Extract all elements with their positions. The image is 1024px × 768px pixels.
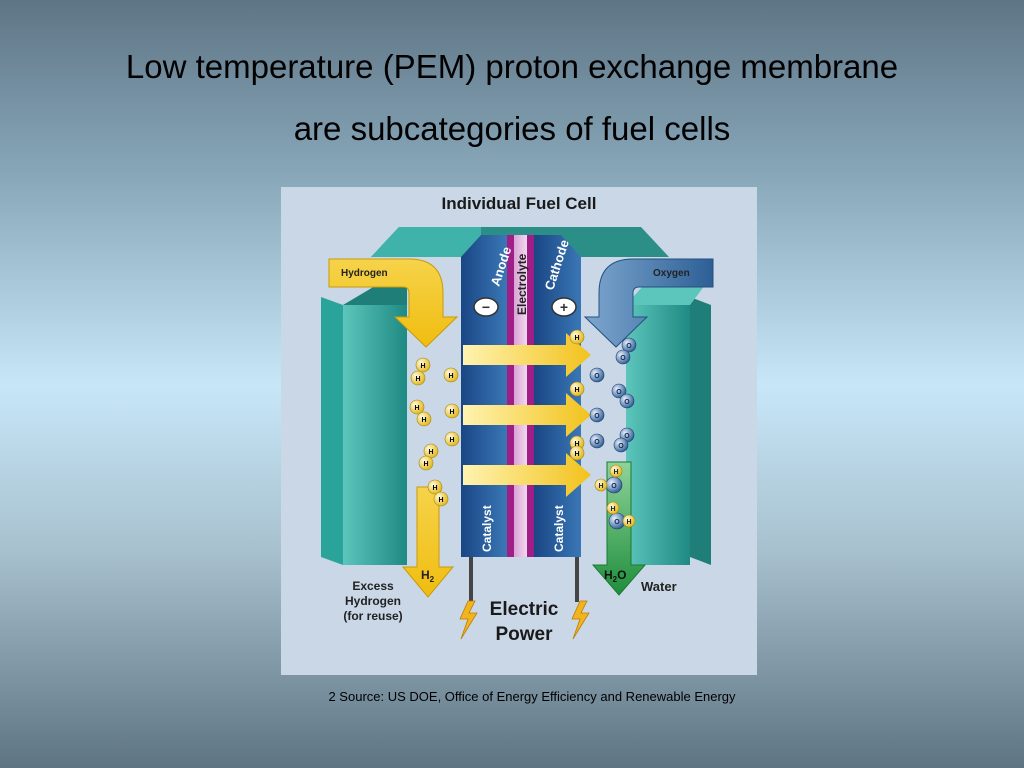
hydrogen-atom: H — [409, 399, 425, 415]
h2-label: H2 — [421, 568, 435, 584]
water-molecule: O H H — [606, 501, 636, 530]
electrolyte-membrane — [507, 235, 534, 557]
source-citation: 2 Source: US DOE, Office of Energy Effic… — [328, 689, 736, 704]
svg-text:O: O — [624, 399, 630, 406]
svg-text:O: O — [594, 413, 600, 420]
hydrogen-atom: H — [433, 491, 449, 507]
svg-text:O: O — [626, 343, 632, 350]
hydrogen-atom: H — [569, 445, 585, 461]
svg-text:+: + — [560, 299, 568, 315]
proton-flow-arrows — [463, 333, 591, 497]
oxygen-atom: O — [613, 437, 629, 453]
svg-text:H: H — [574, 387, 579, 394]
electric-power-label-2: Power — [495, 624, 553, 645]
svg-text:H: H — [448, 373, 453, 380]
hydrogen-atom: H — [444, 403, 460, 419]
fuel-cell-diagram: Individual Fuel Cell Anode Electrolyte C… — [281, 187, 757, 675]
svg-text:H: H — [610, 506, 615, 513]
electric-wires — [469, 557, 579, 602]
h2o-label: H2O — [604, 568, 626, 584]
lightning-bolt-icon — [571, 600, 590, 640]
svg-text:H: H — [626, 519, 631, 526]
catalyst-left-label: Catalyst — [480, 505, 494, 552]
svg-text:H: H — [423, 461, 428, 468]
svg-text:H: H — [449, 409, 454, 416]
hydrogen-atom: H — [443, 367, 459, 383]
oxygen-atom: O — [589, 407, 605, 423]
slide-title: Low temperature (PEM) proton exchange me… — [0, 36, 1024, 160]
svg-text:H: H — [432, 485, 437, 492]
excess-hydrogen-label-3: (for reuse) — [343, 609, 402, 623]
hydrogen-atom: H — [569, 435, 585, 451]
water-molecule: O H H — [594, 464, 623, 494]
oxygen-atom: O — [589, 367, 605, 383]
hydrogen-atom: H — [415, 357, 431, 373]
svg-text:O: O — [624, 433, 630, 440]
cathode-terminal-icon: + — [551, 297, 577, 317]
svg-text:H: H — [415, 376, 420, 383]
oxygen-atom: O — [611, 383, 627, 399]
oxygen-atom: O — [619, 393, 635, 409]
svg-text:H: H — [574, 451, 579, 458]
catalyst-right-label: Catalyst — [552, 505, 566, 552]
hydrogen-atom: H — [444, 431, 460, 447]
oxygen-atom: O — [589, 433, 605, 449]
svg-text:O: O — [616, 389, 622, 396]
excess-hydrogen-label-1: Excess — [352, 579, 394, 593]
anode-terminal-icon: − — [473, 297, 499, 317]
electric-power-label-1: Electric — [490, 599, 559, 620]
hydrogen-atom: H — [410, 370, 426, 386]
hydrogen-atoms: H H H H H H H H H H H H H H H — [409, 329, 585, 507]
hydrogen-inlet-arrow — [328, 258, 459, 348]
hydrogen-atom: H — [427, 479, 443, 495]
svg-text:H: H — [598, 483, 603, 490]
svg-text:H: H — [420, 363, 425, 370]
hydrogen-atom: H — [416, 411, 432, 427]
svg-text:H: H — [428, 449, 433, 456]
svg-text:H: H — [449, 437, 454, 444]
lightning-bolt-icon — [459, 600, 478, 640]
svg-text:O: O — [611, 483, 617, 490]
oxygen-label: Oxygen — [653, 268, 690, 279]
electrolyte-label: Electrolyte — [515, 253, 529, 315]
svg-text:H: H — [574, 441, 579, 448]
svg-text:O: O — [614, 519, 620, 526]
title-line-2: are subcategories of fuel cells — [293, 110, 731, 147]
svg-text:O: O — [618, 443, 624, 450]
title-line-1: Low temperature (PEM) proton exchange me… — [125, 48, 899, 85]
oxygen-atom: O — [621, 337, 637, 353]
hydrogen-atom: H — [418, 455, 434, 471]
water-label: Water — [641, 579, 677, 594]
oxygen-inlet-arrow — [583, 258, 714, 348]
hydrogen-label: Hydrogen — [341, 268, 388, 279]
left-block — [321, 267, 407, 565]
svg-text:O: O — [594, 439, 600, 446]
svg-text:H: H — [574, 335, 579, 342]
svg-text:O: O — [594, 373, 600, 380]
svg-text:H: H — [414, 405, 419, 412]
svg-text:−: − — [482, 299, 490, 315]
svg-text:H: H — [421, 417, 426, 424]
hydrogen-atom: H — [569, 381, 585, 397]
excess-hydrogen-label-2: Hydrogen — [345, 594, 401, 608]
diagram-title: Individual Fuel Cell — [442, 194, 597, 213]
svg-text:O: O — [620, 355, 626, 362]
oxygen-atom: O — [615, 349, 631, 365]
oxygen-atoms: O O O O O O O O O O H H O H H — [589, 337, 637, 530]
hydrogen-atom: H — [569, 329, 585, 345]
svg-text:H: H — [438, 497, 443, 504]
svg-text:H: H — [613, 469, 618, 476]
